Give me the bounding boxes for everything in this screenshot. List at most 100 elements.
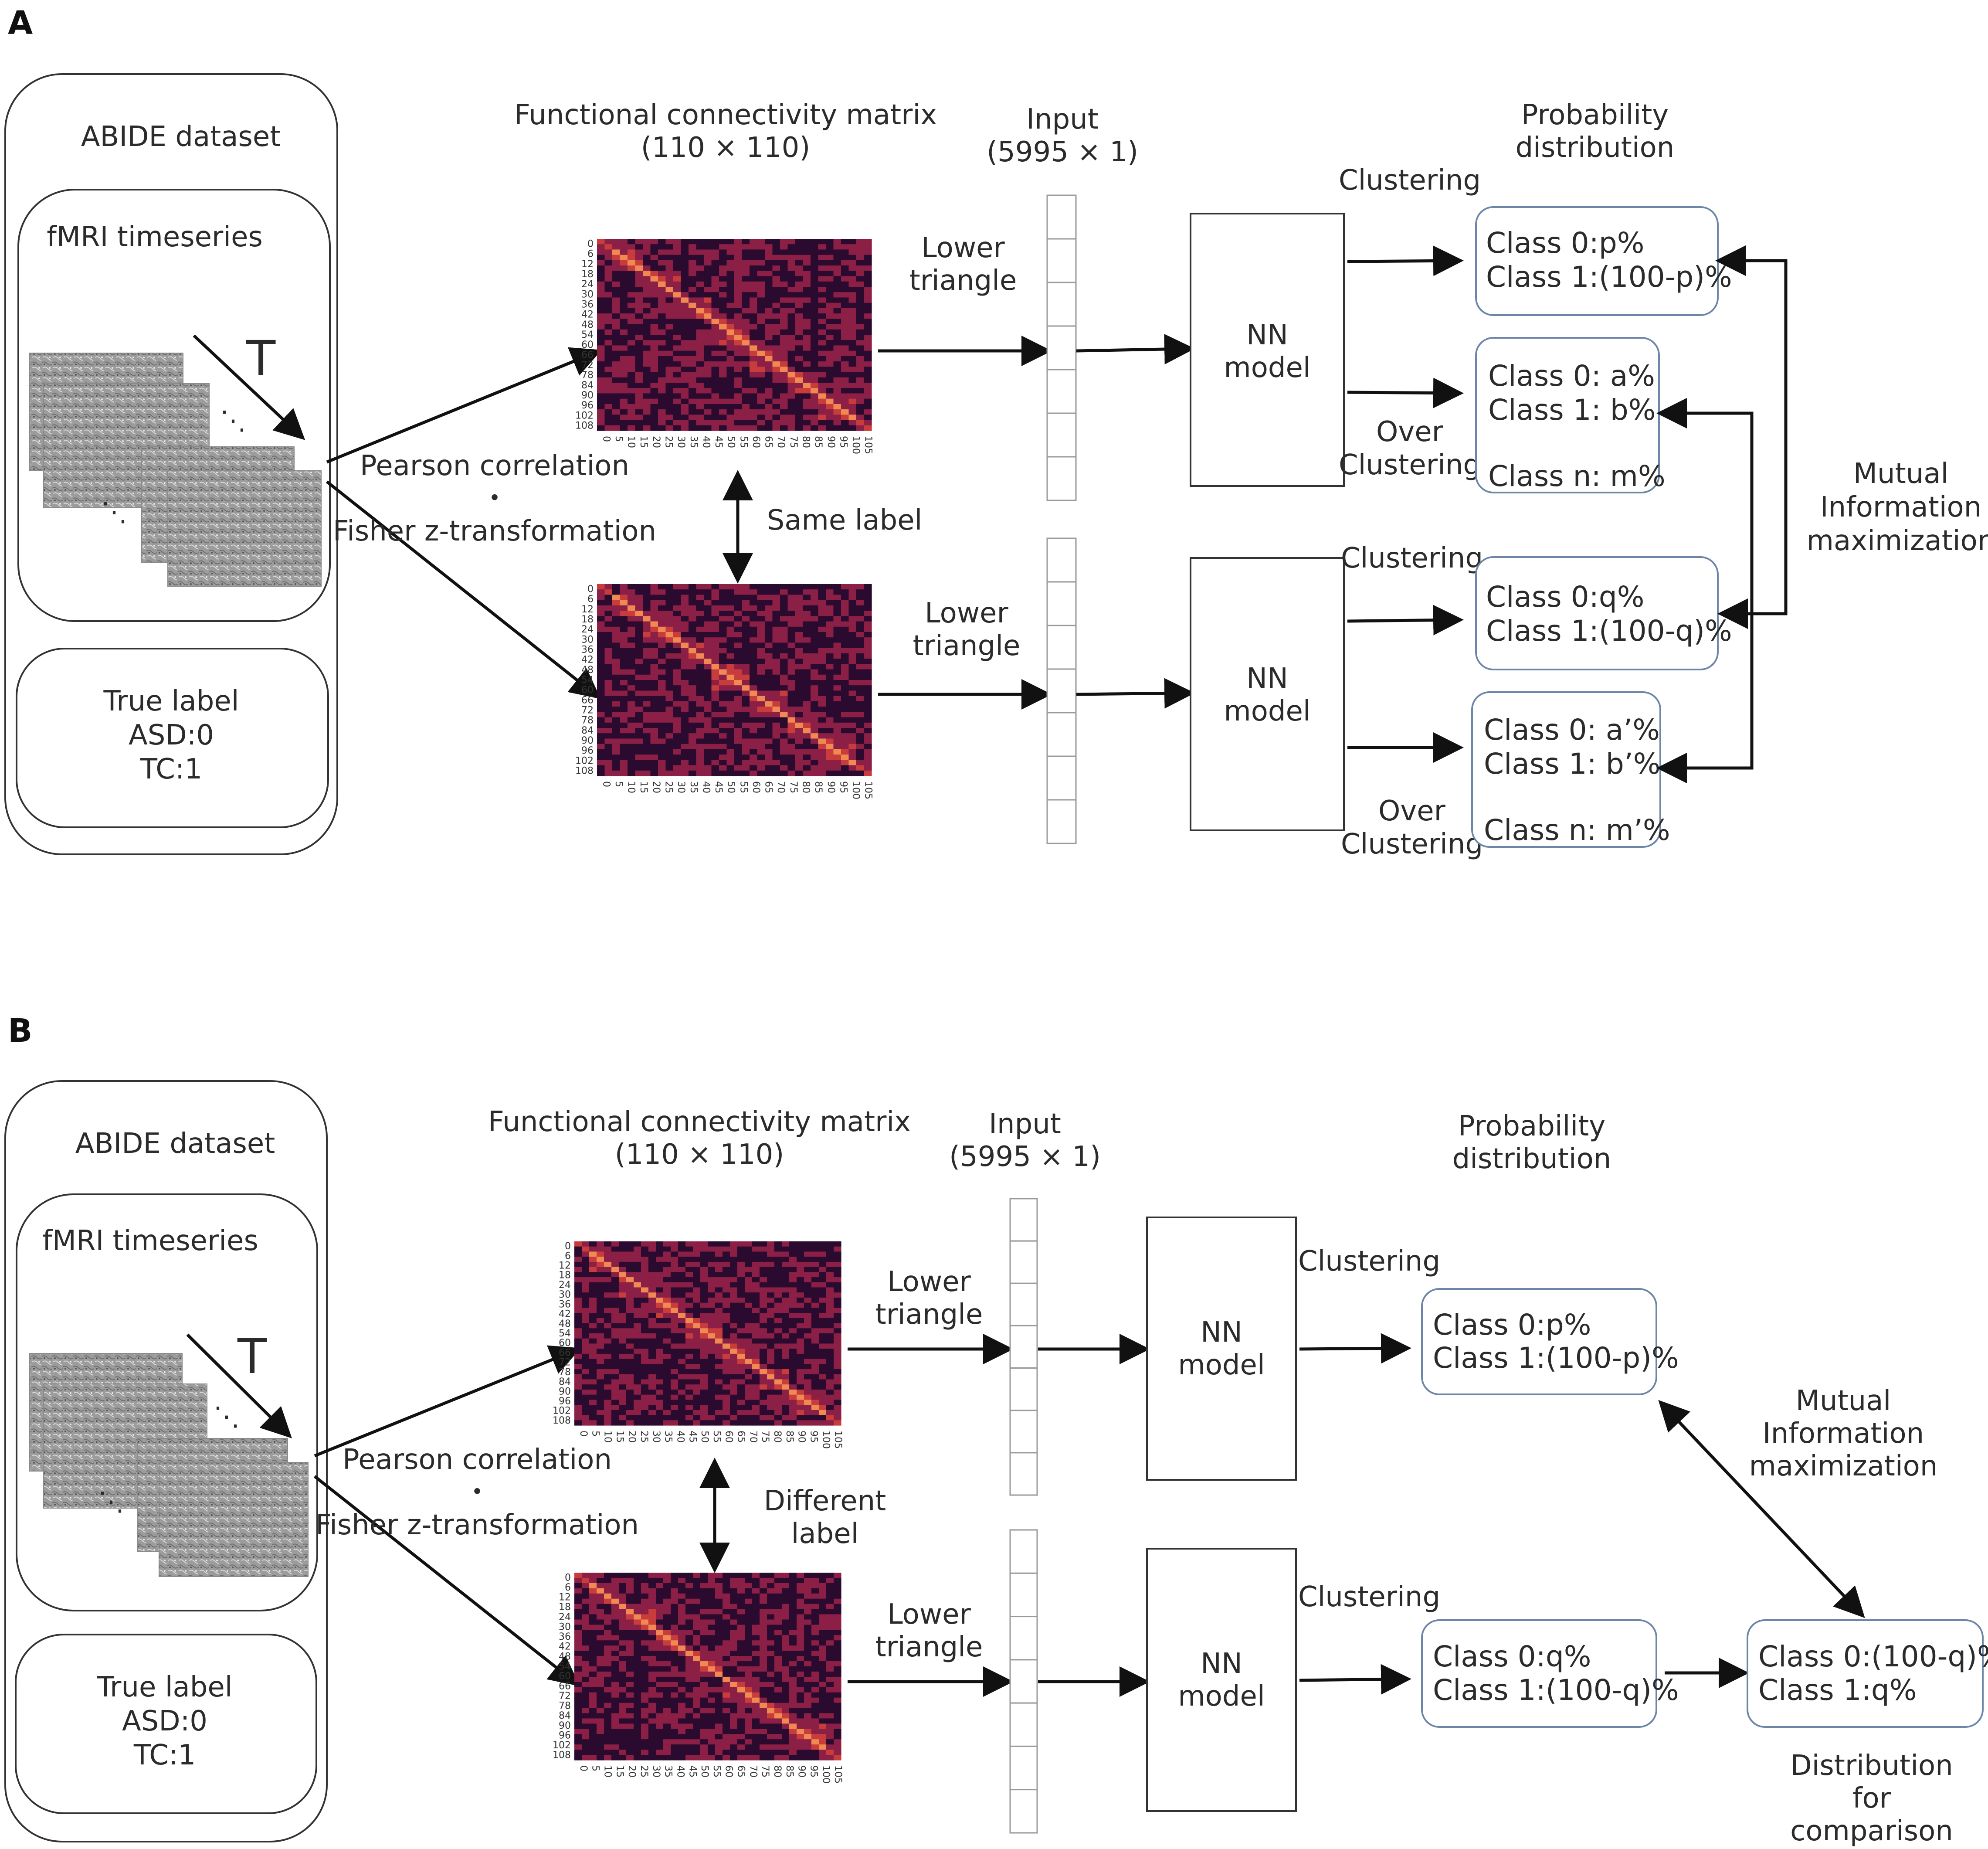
- matrix-cell: [712, 653, 719, 659]
- matrix-cell: [681, 728, 689, 734]
- time-symbol-a: T: [246, 330, 276, 386]
- matrix-cell: [663, 1583, 671, 1589]
- matrix-cell: [773, 287, 780, 292]
- matrix-cell: [727, 648, 735, 654]
- matrix-cell: [582, 1661, 590, 1667]
- matrix-cell: [864, 653, 872, 659]
- matrix-cell: [789, 1573, 797, 1578]
- matrix-cell: [804, 1369, 812, 1374]
- matrix-cell: [663, 1682, 671, 1688]
- matrix-cell: [658, 340, 666, 346]
- matrix-cell: [635, 595, 643, 600]
- matrix-cell: [666, 771, 674, 776]
- matrix-cell: [626, 1599, 634, 1604]
- matrix-cell: [757, 632, 765, 638]
- matrix-cell: [730, 1682, 738, 1688]
- matrix-cell: [663, 1599, 671, 1604]
- matrix-cell: [693, 1267, 701, 1272]
- matrix-cell: [795, 584, 803, 590]
- matrix-cell: [635, 675, 643, 680]
- matrix-cell: [678, 1604, 686, 1610]
- matrix-cell: [671, 1308, 678, 1313]
- matrix-cell: [689, 420, 696, 426]
- matrix-cell: [782, 1323, 790, 1329]
- matrix-cell: [612, 622, 620, 627]
- matrix-cell: [612, 404, 620, 410]
- matrix-cell: [671, 1415, 678, 1421]
- matrix-cell: [597, 383, 605, 388]
- matrix-cell: [730, 1620, 738, 1625]
- matrix-cell: [597, 1400, 604, 1405]
- matrix-cell: [678, 1594, 686, 1599]
- matrix-cell: [651, 744, 658, 750]
- matrix-cell: [750, 249, 757, 255]
- matrix-cell: [765, 319, 773, 324]
- matrix-cell: [641, 1410, 649, 1415]
- matrix-cell: [864, 404, 872, 410]
- matrix-cell: [620, 632, 628, 638]
- matrix-cell: [773, 653, 780, 659]
- matrix-cell: [700, 1583, 708, 1589]
- matrix-cell: [719, 659, 727, 664]
- matrix-cell: [767, 1620, 775, 1625]
- matrix-cell: [849, 356, 857, 362]
- matrix-cell: [742, 749, 750, 755]
- matrix-cell: [789, 1364, 797, 1369]
- matrix-cell: [742, 260, 750, 266]
- matrix-cell: [643, 733, 651, 739]
- matrix-cell: [826, 1687, 834, 1693]
- matrix-cell: [849, 707, 857, 712]
- matrix-cell: [574, 1354, 582, 1359]
- matrix-cell: [826, 367, 834, 372]
- matrix-cell: [641, 1247, 649, 1252]
- matrix-cell: [708, 1630, 716, 1635]
- matrix-cell: [666, 425, 674, 431]
- matrix-cell: [773, 303, 780, 309]
- matrix-cell: [727, 351, 735, 357]
- matrix-cell: [818, 255, 826, 261]
- matrix-cell: [765, 308, 773, 314]
- matrix-cell: [819, 1599, 827, 1604]
- matrix-cell: [612, 637, 620, 643]
- matrix-cell: [765, 425, 773, 431]
- matrix-cell: [643, 632, 651, 638]
- matrix-cell: [826, 707, 834, 712]
- matrix-cell: [658, 303, 666, 309]
- matrix-cell: [619, 1318, 627, 1323]
- matrix-cell: [696, 383, 704, 388]
- matrix-cell: [734, 653, 742, 659]
- matrix-cell: [730, 1645, 738, 1651]
- matrix-cell: [620, 356, 628, 362]
- matrix-cell: [750, 760, 757, 765]
- matrix-cell: [788, 765, 796, 771]
- matrix-cell: [673, 611, 681, 616]
- matrix-cell: [834, 723, 841, 728]
- matrix-cell: [658, 383, 666, 388]
- matrix-x-tick: 0: [600, 781, 611, 787]
- matrix-cell: [818, 648, 826, 654]
- matrix-cell: [767, 1380, 775, 1385]
- matrix-cell: [841, 685, 849, 691]
- matrix-cell: [795, 276, 803, 282]
- matrix-y-tick: 108: [553, 1415, 571, 1426]
- matrix-cell: [760, 1241, 767, 1247]
- matrix-cell: [745, 1677, 753, 1682]
- matrix-cell: [611, 1303, 619, 1308]
- matrix-cell: [678, 1384, 686, 1390]
- matrix-cell: [704, 685, 712, 691]
- matrix-cell: [635, 372, 643, 378]
- matrix-cell: [795, 265, 803, 271]
- matrix-cell: [723, 1410, 730, 1415]
- matrix-cell: [620, 340, 628, 346]
- matrix-cell: [795, 648, 803, 654]
- matrix-x-tick: 90: [796, 1431, 807, 1443]
- matrix-cell: [643, 712, 651, 717]
- matrix-cell: [628, 627, 635, 632]
- matrix-cell: [681, 425, 689, 431]
- matrix-cell: [620, 303, 628, 309]
- matrix-cell: [708, 1364, 716, 1369]
- matrix-cell: [715, 1354, 723, 1359]
- matrix-cell: [604, 1594, 612, 1599]
- matrix-cell: [651, 409, 658, 415]
- matrix-cell: [643, 377, 651, 383]
